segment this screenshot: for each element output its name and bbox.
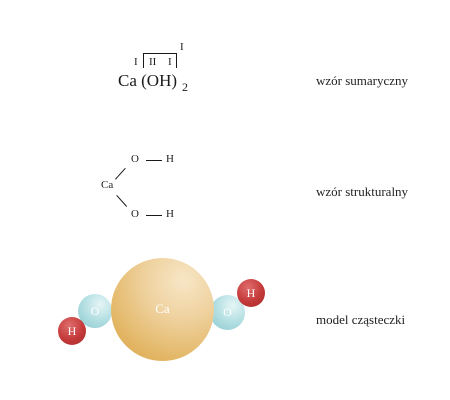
valence-h: I: [168, 56, 172, 68]
sphere-oxygen-right-label: O: [223, 305, 232, 319]
molecule-model: O H O H Ca: [50, 250, 280, 370]
bond-o-h-lower: [146, 215, 162, 216]
structural-formula: Ca O H O H: [95, 148, 195, 228]
formula-subscript: 2: [182, 80, 188, 94]
bracket-top: [143, 53, 176, 54]
structural-atom-o-lower: O: [131, 208, 139, 220]
structural-formula-label: wzór strukturalny: [316, 184, 409, 199]
valence-oh-group: I: [180, 41, 184, 53]
structural-atom-ca: Ca: [101, 179, 114, 191]
valence-o: II: [149, 56, 157, 68]
bond-o-h-upper: [146, 160, 162, 161]
summary-formula-label: wzór sumaryczny: [316, 73, 409, 88]
sphere-hydrogen-right: H: [237, 279, 265, 307]
molecule-model-label: model cząsteczki: [316, 312, 406, 327]
sphere-hydrogen-left-label: H: [67, 323, 77, 338]
valence-ca: I: [134, 56, 138, 68]
sphere-calcium-label: Ca: [155, 301, 170, 316]
sphere-hydrogen-right-label: H: [246, 285, 256, 300]
sphere-oxygen-left-label: O: [90, 303, 100, 318]
formula-text: Ca (OH): [118, 71, 178, 90]
structural-atom-h-lower: H: [166, 208, 174, 220]
structural-atom-h-upper: H: [166, 153, 174, 165]
sphere-hydrogen-left: H: [58, 317, 86, 345]
bond-ca-o-upper: [115, 167, 126, 180]
bond-ca-o-lower: [116, 195, 128, 207]
bracket-right: [176, 53, 177, 68]
summary-formula: I II I I Ca (OH) 2: [110, 38, 210, 98]
structural-atom-o-upper: O: [131, 153, 139, 165]
bracket-left: [143, 53, 144, 68]
sphere-calcium: Ca: [111, 258, 214, 361]
